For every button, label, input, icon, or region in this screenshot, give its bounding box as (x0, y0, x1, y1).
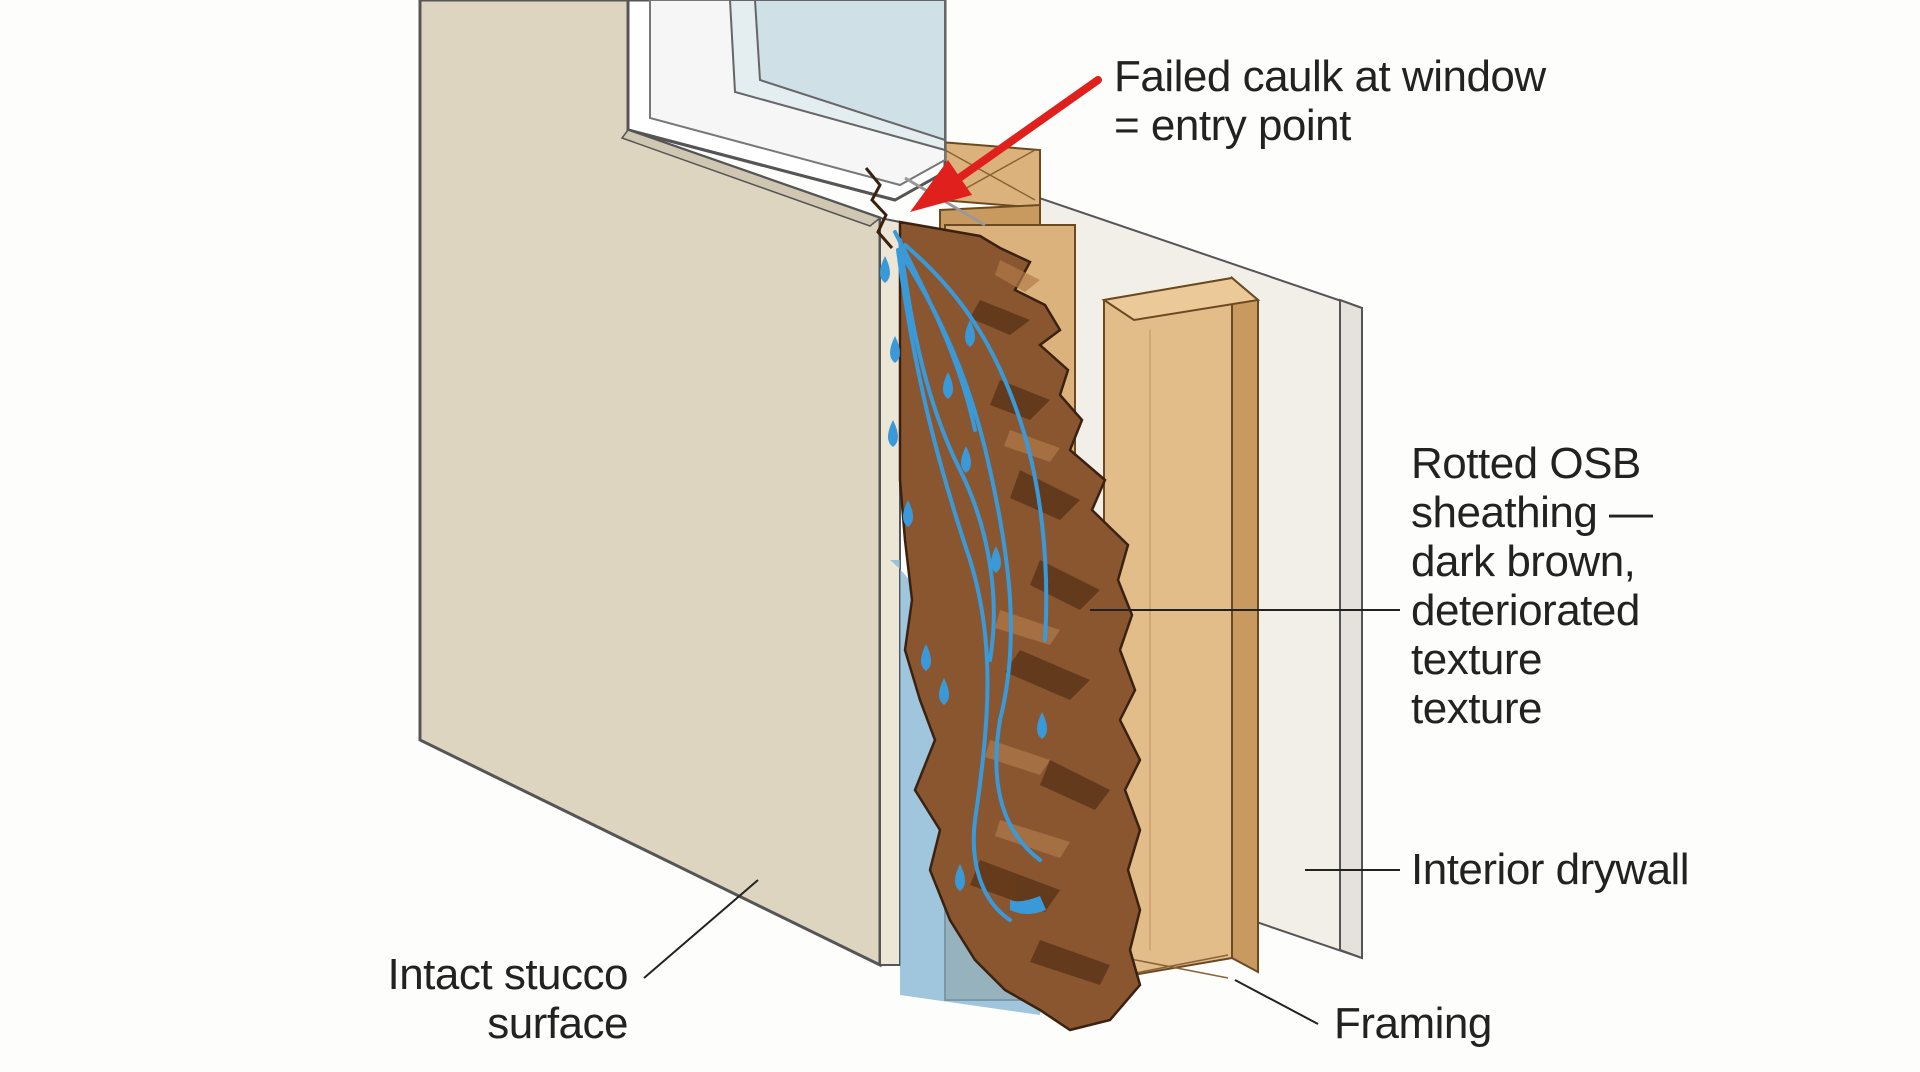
label-rotted-osb-line2: sheathing — (1411, 488, 1653, 537)
label-rotted-osb-line1: Rotted OSB (1411, 439, 1641, 488)
label-rotted-osb: Rotted OSB sheathing — dark brown, deter… (1411, 439, 1653, 733)
label-interior-drywall-line1: Interior drywall (1411, 845, 1690, 894)
label-rotted-osb-line4: deteriorated (1411, 586, 1640, 635)
label-rotted-osb-line3: dark brown, (1411, 537, 1636, 586)
label-rotted-osb-line5: texture (1411, 635, 1543, 684)
leader-lines (643, 609, 1400, 1025)
label-rotted-osb-line6: texture (1411, 684, 1543, 733)
label-framing: Framing (1334, 999, 1492, 1048)
label-failed-caulk: Failed caulk at window = entry point (1114, 52, 1546, 150)
stucco-panel (418, 0, 901, 968)
label-framing-line1: Framing (1334, 999, 1492, 1048)
label-intact-stucco-line2: surface (487, 999, 628, 1048)
water-droplets (880, 256, 1047, 914)
water-streaks (893, 230, 1049, 922)
caulk-crack (864, 167, 894, 249)
label-failed-caulk-line2: = entry point (1114, 101, 1351, 150)
label-intact-stucco-line1: Intact stucco (387, 950, 628, 999)
label-interior-drywall: Interior drywall (1411, 845, 1690, 894)
label-failed-caulk-line1: Failed caulk at window (1114, 52, 1546, 101)
entry-point-arrow (910, 76, 1102, 212)
window (626, 0, 986, 227)
label-intact-stucco: Intact stucco surface (340, 950, 628, 1048)
